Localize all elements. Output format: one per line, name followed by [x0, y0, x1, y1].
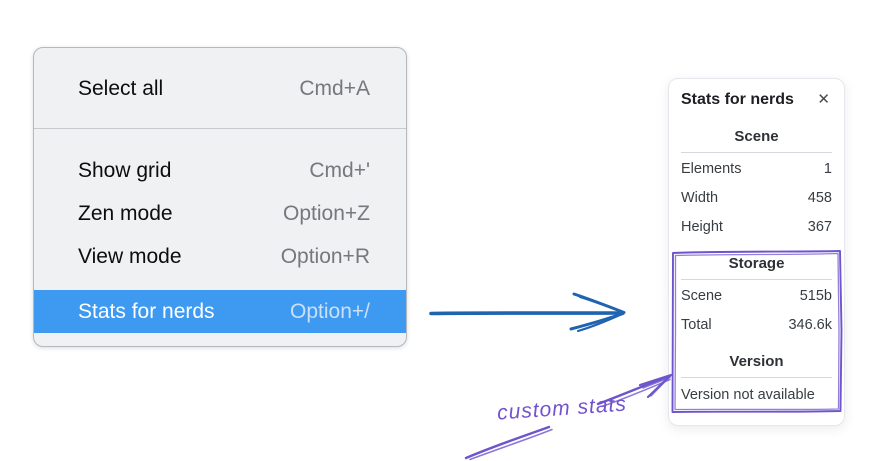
menu-group-top: Select all Cmd+A — [34, 48, 406, 128]
section-divider — [681, 279, 832, 280]
stats-panel: Stats for nerds ✕ Scene Elements 1 Width… — [668, 78, 845, 426]
menu-item-view-mode[interactable]: View mode Option+R — [34, 235, 406, 278]
close-icon[interactable]: ✕ — [817, 91, 830, 108]
section-header-scene: Scene — [734, 128, 779, 145]
stat-label: Elements — [681, 161, 742, 177]
stat-value: 515b — [799, 288, 832, 304]
menu-item-label: Stats for nerds — [78, 299, 215, 323]
menu-item-stats-for-nerds[interactable]: Stats for nerds Option+/ — [34, 290, 406, 333]
stat-value: 458 — [807, 190, 832, 206]
blue-arrow — [429, 292, 626, 333]
menu-item-shortcut: Option+/ — [290, 299, 370, 323]
stat-value: 1 — [823, 161, 832, 177]
menu-divider — [34, 128, 406, 129]
context-menu: Select all Cmd+A Show grid Cmd+' Zen mod… — [33, 47, 407, 347]
menu-item-shortcut: Option+Z — [283, 201, 370, 225]
menu-item-shortcut: Option+R — [280, 244, 370, 268]
menu-group-bottom: Show grid Cmd+' Zen mode Option+Z View m… — [34, 129, 406, 346]
section-divider — [681, 152, 832, 153]
menu-item-shortcut: Cmd+A — [299, 76, 370, 100]
menu-item-show-grid[interactable]: Show grid Cmd+' — [34, 149, 406, 192]
menu-item-label: Select all — [78, 76, 164, 100]
version-note: Version not available — [681, 387, 815, 403]
menu-item-label: Show grid — [78, 158, 172, 182]
stat-row-width: Width 458 — [681, 184, 832, 213]
menu-item-shortcut: Cmd+' — [309, 158, 370, 182]
custom-stats-annotation-label: custom stats — [496, 392, 628, 425]
section-divider — [681, 377, 832, 378]
menu-item-zen-mode[interactable]: Zen mode Option+Z — [34, 192, 406, 235]
stat-label: Height — [681, 219, 723, 235]
menu-item-label: View mode — [78, 244, 182, 268]
stat-label: Scene — [681, 288, 723, 304]
stat-label: Width — [681, 190, 719, 206]
stats-panel-header: Stats for nerds ✕ — [681, 90, 832, 109]
stats-panel-title: Stats for nerds — [681, 90, 794, 108]
stat-row-height: Height 367 — [681, 213, 832, 242]
menu-item-select-all[interactable]: Select all Cmd+A — [34, 67, 406, 110]
stat-label: Total — [681, 317, 712, 333]
section-header-version: Version — [729, 353, 784, 370]
stat-value: 346.6k — [788, 317, 832, 333]
stat-row-total-size: Total 346.6k — [681, 311, 832, 340]
stat-value: 367 — [807, 219, 832, 235]
menu-item-label: Zen mode — [78, 201, 173, 225]
section-header-storage: Storage — [728, 255, 785, 272]
stat-row-elements: Elements 1 — [681, 155, 832, 184]
stat-row-scene-size: Scene 515b — [681, 282, 832, 311]
